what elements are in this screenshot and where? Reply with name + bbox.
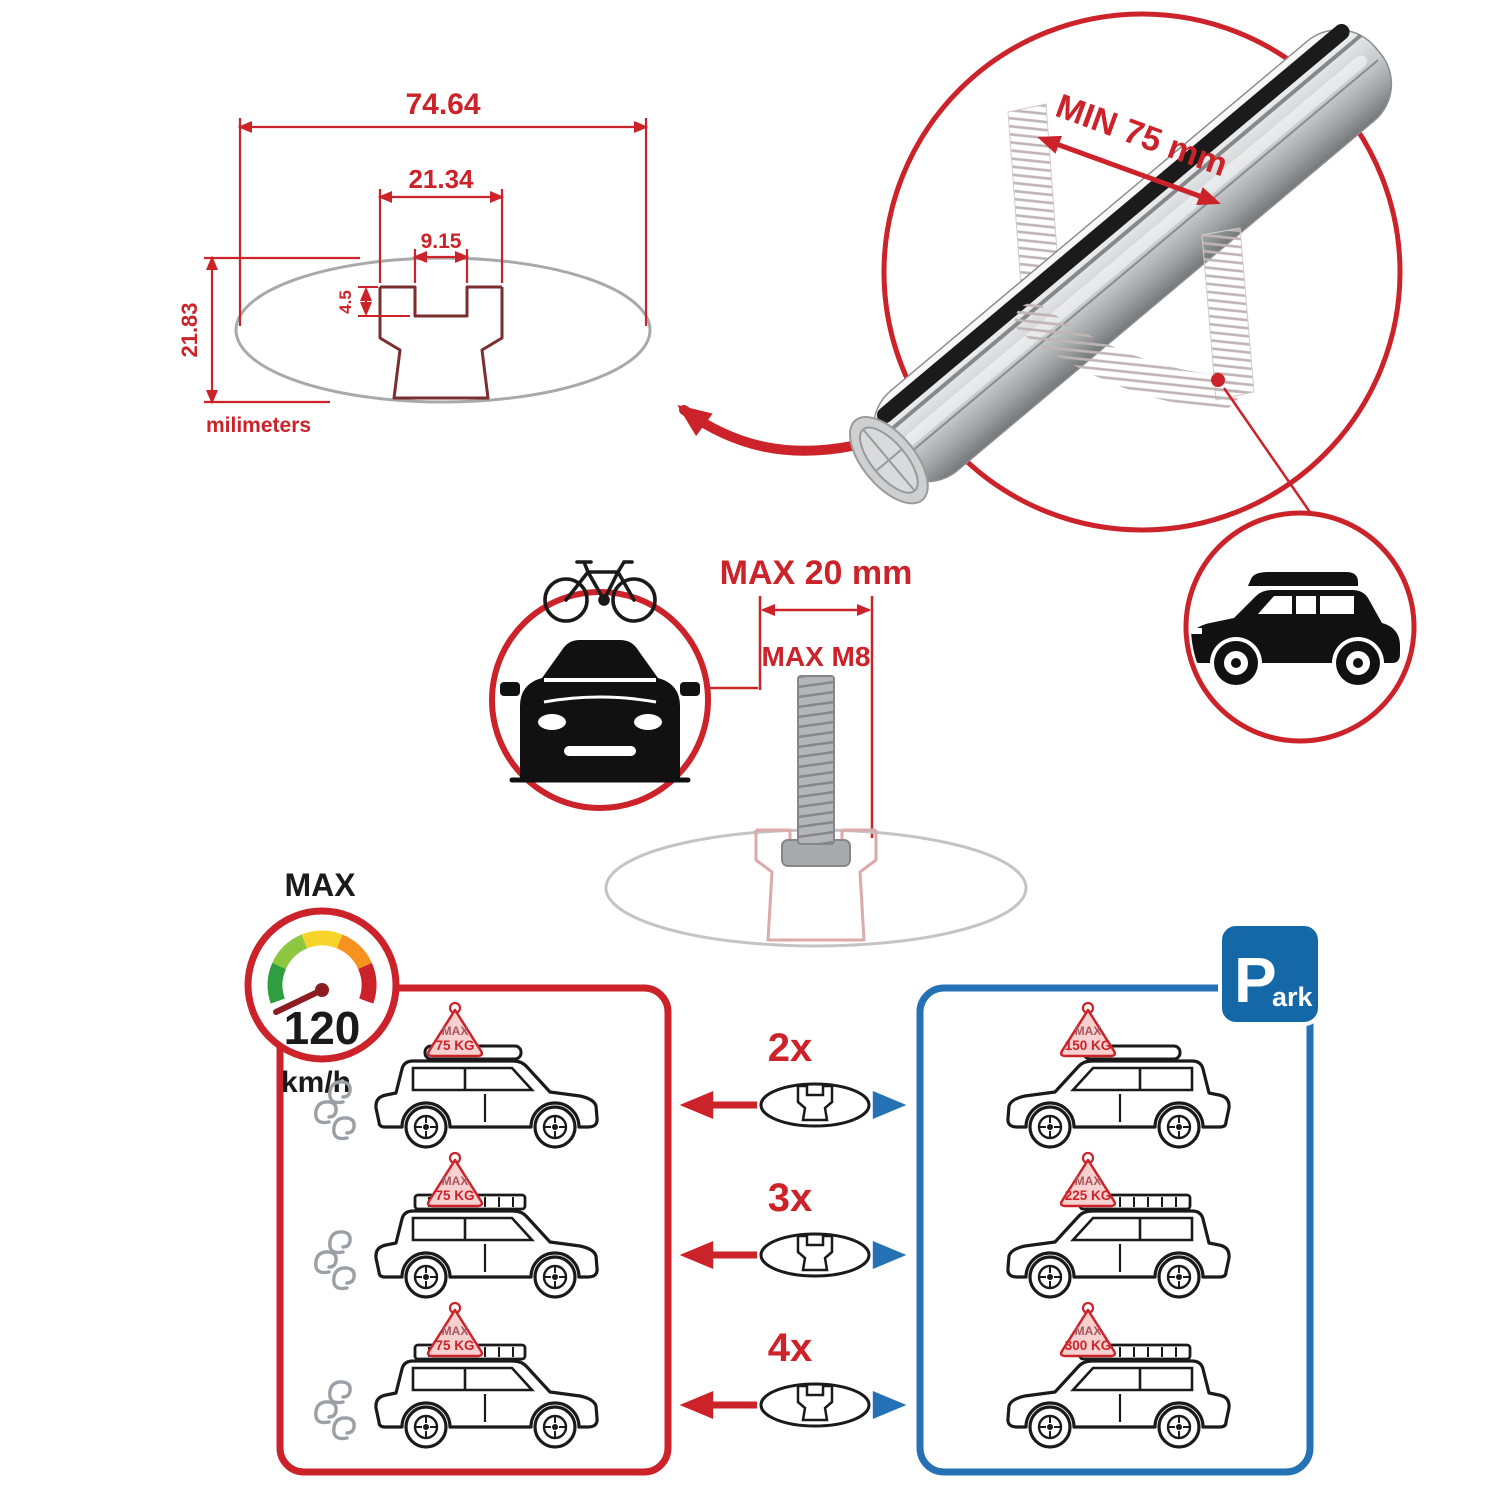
grille [564,746,636,756]
t-bolt [781,675,851,867]
flag-right-3-max: MAX [1075,1324,1102,1338]
dim-lip-depth-label: 4.5 [336,290,355,314]
gauge-max-label: MAX [284,867,356,903]
strap-right-band [1201,227,1255,401]
dimension-9-15 [412,249,470,283]
car-front-silhouette [500,640,700,783]
technical-drawing-section: 74.64 21.34 9.15 4.5 21.83 milimeters [177,88,857,456]
right-headlight [634,714,662,730]
row-1: MAX 75 KG 2x MAX 150 KG [314,1001,1229,1147]
gauge-value: 120 [284,1002,361,1054]
profile-icon-3 [759,1382,871,1428]
crossbar-cross-section-ellipse [234,256,652,404]
roofbox-shape [1248,572,1358,586]
suv-with-roofbox-silhouette [1191,572,1400,685]
callout-dot [1211,373,1225,387]
bolt-threads [798,676,834,844]
aluminum-crossbar [848,23,1393,505]
units-label: milimeters [206,414,311,437]
parking-sign: P ark [1218,922,1322,1026]
flag-right-1-max: MAX [1075,1024,1102,1038]
right-mirror [680,682,700,696]
flag-left-3-max: MAX [442,1324,469,1338]
max-thread-label: MAX M8 [762,641,871,672]
dimension-21-83 [204,255,360,405]
dimension-4-5 [358,286,410,317]
speed-gauge: MAX 120 km/h [244,867,400,1099]
bottom-section: P ark MAX 120 km/h [244,867,1322,1476]
flag-left-1-max: MAX [442,1024,469,1038]
parking-sign-letter: P [1234,944,1277,1016]
qty-1: 2x [768,1026,813,1070]
dimension-74-64 [237,118,649,326]
bar-end-cap [848,415,929,505]
profile-icon-2 [759,1232,871,1278]
flag-left-3-weight: 75 KG [435,1338,474,1353]
qty-2: 3x [768,1176,813,1220]
flag-left-1-weight: 75 KG [435,1038,474,1053]
profile-icon-1 [759,1082,871,1128]
bolt-dimension-lines [758,596,874,838]
bolt-detail-section: MAX 20 mm MAX M8 [489,554,1028,948]
strap-bottom-band [1015,303,1239,409]
flag-left-2-max: MAX [442,1174,469,1188]
pointer-arrow-to-profile [677,405,857,456]
flag-left-2-weight: 75 KG [435,1188,474,1203]
dim-width-channel-label: 21.34 [408,164,474,194]
dimension-21-34 [377,189,505,283]
gauge-needle [273,987,325,1015]
max-length-label: MAX 20 mm [720,554,913,592]
parking-sign-suffix: ark [1272,982,1314,1012]
flag-right-2-weight: 225 KG [1065,1188,1112,1203]
dim-height-total-label: 21.83 [177,302,202,357]
t-slot-profile [378,285,504,400]
row-3: MAX 75 KG 4x MAX 300 KG [314,1301,1229,1447]
gauge-arc-segments [267,930,377,1004]
qty-3: 4x [768,1326,813,1370]
bar-detail-section: MIN 75 mm [848,11,1417,744]
left-headlight [538,714,566,730]
flag-right-2-max: MAX [1075,1174,1102,1188]
callout-leader-line [1222,387,1316,519]
row-2: MAX 75 KG 3x MAX 225 KG [314,1151,1229,1297]
dim-width-slot-label: 9.15 [421,230,462,253]
bicycle-icon [543,560,657,623]
left-mirror [500,682,520,696]
rubber-strip [877,23,1350,424]
dim-width-total-label: 74.64 [405,88,480,121]
flag-right-1-weight: 150 KG [1065,1038,1112,1053]
flag-right-3-weight: 300 KG [1065,1338,1112,1353]
